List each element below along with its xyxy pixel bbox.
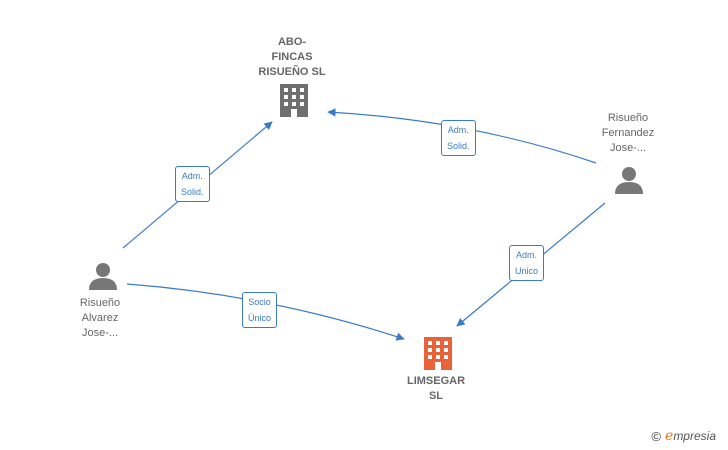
- brand-name: mpresia: [673, 429, 716, 443]
- brand-logo: © empresia: [651, 428, 716, 444]
- company-name-limsegar[interactable]: LIMSEGAR SL: [406, 375, 466, 402]
- edge-label-fernandez-limsegar: Adm. Unico: [509, 245, 545, 281]
- person-name-alvarez[interactable]: Risueño Alvarez Jose-...: [79, 297, 121, 339]
- person-name-fernandez[interactable]: Risueño Fernandez Jose-...: [601, 112, 655, 154]
- building-icon[interactable]: [424, 337, 452, 370]
- person-icon[interactable]: [89, 263, 117, 290]
- brand-e: e: [665, 428, 674, 444]
- edge-label-alvarez-limsegar: Socio Único: [242, 292, 278, 328]
- company-name-abo[interactable]: ABO- FINCAS RISUEÑO SL: [258, 36, 326, 78]
- edge-label-fernandez-abo: Adm. Solid.: [441, 120, 476, 156]
- copyright-symbol: ©: [651, 428, 662, 444]
- edge-label-alvarez-abo: Adm. Solid.: [175, 166, 210, 202]
- building-icon[interactable]: [280, 84, 308, 117]
- person-icon[interactable]: [615, 167, 643, 194]
